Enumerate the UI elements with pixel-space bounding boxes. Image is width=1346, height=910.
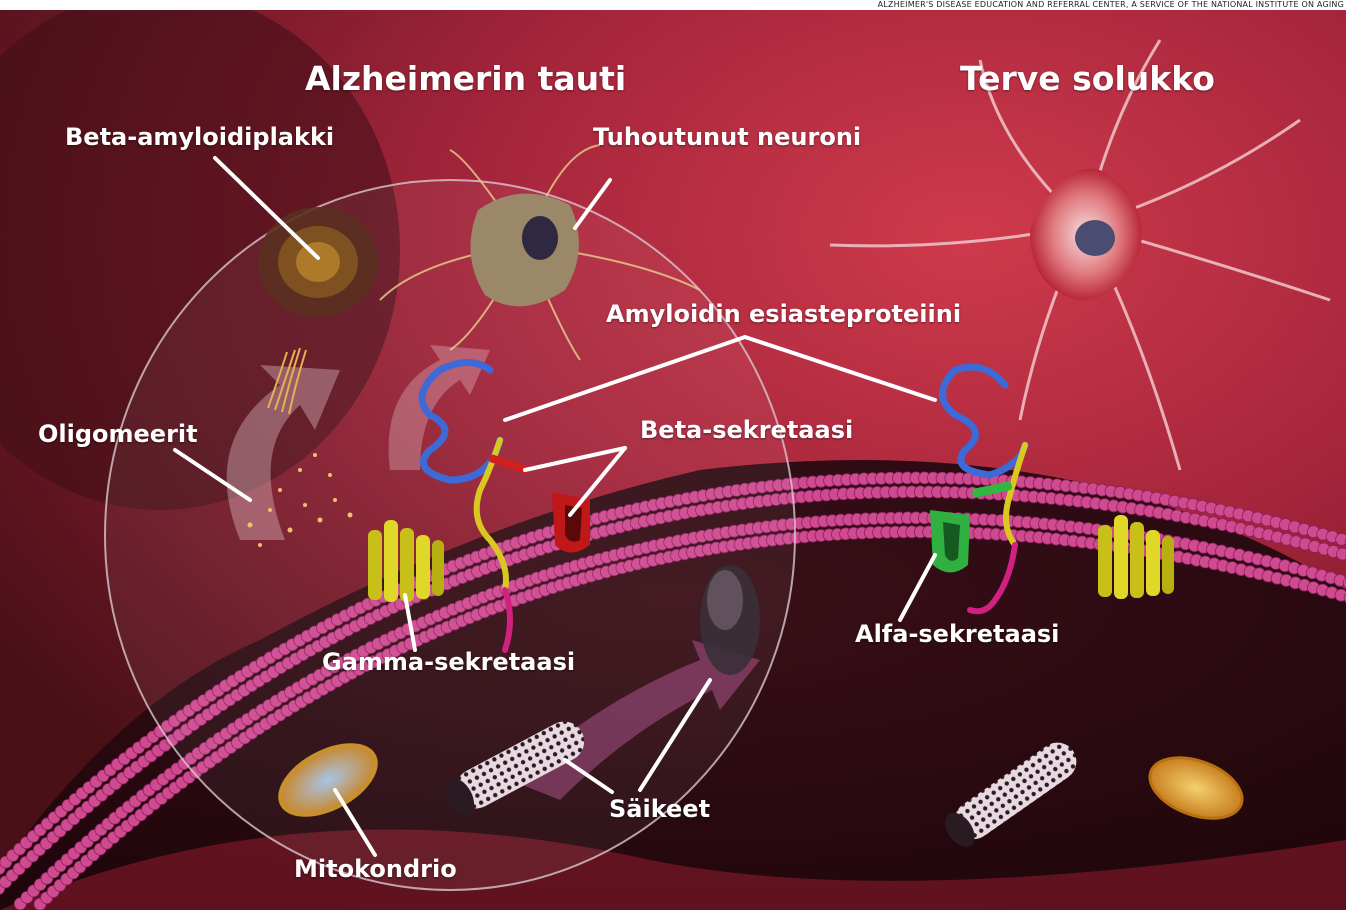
label-mitochondrion: Mitokondrio bbox=[294, 857, 457, 881]
membrane-bead bbox=[1337, 548, 1346, 560]
label-gamma-secretase: Gamma-sekretaasi bbox=[322, 650, 575, 674]
title-healthy-cell: Terve solukko bbox=[960, 62, 1215, 95]
beta-amyloid-plaque bbox=[258, 207, 378, 317]
label-beta-secretase: Beta-sekretaasi bbox=[640, 418, 853, 442]
label-oligomers: Oligomeerit bbox=[38, 422, 198, 446]
label-damaged-neuron: Tuhoutunut neuroni bbox=[593, 125, 861, 149]
title-alzheimers: Alzheimerin tauti bbox=[305, 62, 626, 95]
label-fibrils: Säikeet bbox=[609, 797, 710, 821]
credit-text: ALZHEIMER'S DISEASE EDUCATION AND REFERR… bbox=[878, 0, 1346, 10]
label-alpha-secretase: Alfa-sekretaasi bbox=[855, 622, 1059, 646]
fibril-cluster bbox=[700, 565, 760, 675]
membrane-bead bbox=[1336, 533, 1346, 545]
image-credit: ALZHEIMER'S DISEASE EDUCATION AND REFERR… bbox=[0, 0, 1346, 10]
label-amyloid-precursor-protein: Amyloidin esiasteproteiini bbox=[606, 302, 961, 326]
label-beta-amyloid-plaque: Beta-amyloidiplakki bbox=[65, 125, 334, 149]
